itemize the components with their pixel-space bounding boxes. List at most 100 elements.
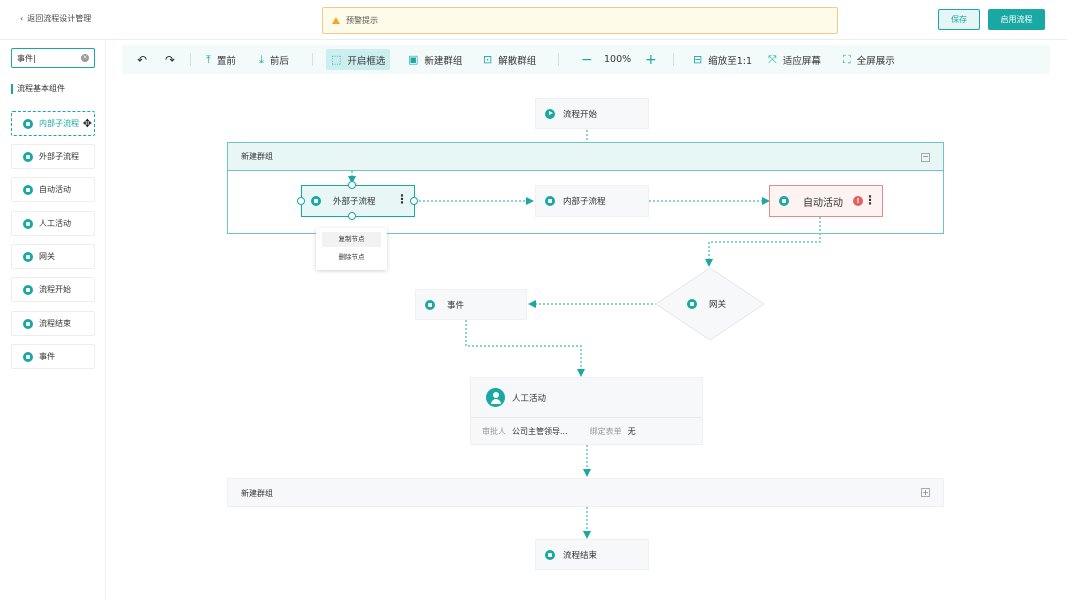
copy-node-item[interactable]: 复制节点	[322, 232, 381, 247]
node-gateway-shape[interactable]	[655, 267, 765, 341]
bolt-icon	[425, 299, 435, 310]
sidebar-item-auto-activity[interactable]: 自动活动	[11, 177, 95, 202]
stop-icon	[545, 549, 555, 560]
connect-handle-left[interactable]	[297, 197, 305, 205]
form-key: 绑定表单	[589, 427, 622, 436]
redo-button[interactable]: ↷	[160, 49, 180, 70]
scale-1to1-button[interactable]: ⊟ 缩放至1:1	[688, 49, 757, 70]
group-container-collapsed[interactable]: 新建群组 +	[227, 478, 944, 507]
form-value: 无	[627, 427, 636, 436]
node-label: 人工活动	[512, 393, 547, 404]
scale-icon: ⊟	[693, 53, 703, 66]
toolbar-divider	[558, 53, 559, 66]
sidebar-item-internal-subflow[interactable]: 内部子流程 ✥	[11, 111, 95, 136]
back-link[interactable]: ‹ 返回流程设计管理	[20, 13, 91, 24]
bring-front-button[interactable]: ⤒ 置前	[201, 49, 241, 70]
connect-handle-top[interactable]	[348, 181, 356, 189]
sidebar-item-flow-end[interactable]: 流程结束	[11, 311, 95, 336]
subflow-icon	[311, 196, 321, 206]
node-flow-start[interactable]: 流程开始	[535, 98, 649, 129]
zoom-out-button[interactable]: −	[576, 49, 598, 70]
delete-node-item[interactable]: 删除节点	[338, 253, 365, 261]
box-select-button[interactable]: ⬚ 开启框选	[326, 49, 391, 70]
sidebar-item-manual-activity[interactable]: 人工活动	[11, 211, 95, 236]
toolbar-divider	[190, 53, 191, 66]
sidebar-item-label: 自动活动	[39, 185, 71, 194]
box-select-icon: ⬚	[331, 53, 342, 66]
bring-front-label: 置前	[216, 55, 236, 67]
clear-icon[interactable]: ×	[81, 54, 89, 62]
send-back-icon: ⤓	[259, 52, 264, 66]
ungroup-label: 解散群组	[498, 55, 537, 67]
ungroup-button[interactable]: ⊡ 解散群组	[478, 49, 541, 70]
group-header: 新建群组	[228, 143, 943, 171]
top-bar: ‹ 返回流程设计管理 预警提示 保存 启用流程	[0, 0, 1067, 40]
sidebar-item-event[interactable]: 事件	[11, 344, 95, 369]
undo-button[interactable]: ↶	[132, 49, 152, 70]
connector-event-to-manual	[465, 320, 585, 377]
node-label: 流程结束	[563, 550, 598, 561]
sidebar-item-label: 外部子流程	[39, 152, 79, 161]
zoom-in-button[interactable]: +	[640, 49, 662, 70]
node-internal-subflow[interactable]: 内部子流程	[535, 185, 649, 217]
fit-icon: ⤧	[768, 52, 777, 66]
manual-header: 人工活动	[471, 378, 702, 418]
subflow-icon	[23, 118, 33, 129]
sidebar-item-label: 事件	[39, 352, 55, 361]
approver-key: 审批人	[482, 427, 506, 436]
node-label: 流程开始	[563, 109, 598, 120]
more-icon[interactable]: ⋮	[396, 192, 408, 206]
search-input[interactable]: 事件| ×	[11, 48, 95, 68]
connect-handle-bottom[interactable]	[348, 212, 356, 220]
fullscreen-label: 全屏展示	[856, 55, 895, 67]
section-title: 流程基本组件	[11, 84, 65, 94]
canvas-toolbar: ↶ ↷ ⤒ 置前 ⤓ 前后 ⬚ 开启框选 ▣ 新建群组 ⊡ 解散群组 − 100…	[122, 45, 1050, 74]
node-flow-end[interactable]: 流程结束	[535, 539, 649, 570]
person-icon	[486, 388, 505, 407]
redo-icon: ↷	[165, 52, 176, 67]
collapse-icon[interactable]: −	[921, 152, 930, 162]
minus-icon: −	[581, 51, 593, 68]
group-title: 新建群组	[241, 152, 273, 161]
node-external-subflow[interactable]: 外部子流程 ⋮	[301, 185, 415, 217]
node-manual-activity[interactable]: 人工活动 审批人 公司主管领导... 绑定表单 无	[470, 377, 703, 445]
node-label: 外部子流程	[333, 197, 376, 207]
group-title: 新建群组	[241, 489, 273, 498]
scale-label: 缩放至1:1	[708, 55, 753, 67]
bring-front-icon: ⤒	[206, 52, 211, 66]
fullscreen-icon: ⛶	[843, 52, 851, 66]
sidebar-item-label: 人工活动	[39, 219, 71, 228]
manual-details: 审批人 公司主管领导... 绑定表单 无	[471, 418, 702, 445]
connect-handle-right[interactable]	[410, 197, 418, 205]
play-icon	[23, 284, 33, 295]
sidebar-item-label: 流程结束	[39, 319, 71, 328]
enable-flow-button[interactable]: 启用流程	[988, 9, 1045, 30]
gateway-icon	[23, 251, 33, 262]
sidebar-item-external-subflow[interactable]: 外部子流程	[11, 144, 95, 169]
fit-screen-button[interactable]: ⤧ 适应屏幕	[763, 49, 826, 70]
more-icon[interactable]: ⋮	[864, 193, 876, 207]
node-auto-activity[interactable]: 自动活动 ! ⋮	[769, 185, 883, 217]
gateway-label: 网关	[709, 300, 727, 310]
stop-icon	[23, 318, 33, 329]
zoom-level: 100%	[604, 54, 632, 65]
auto-icon	[779, 196, 789, 206]
sidebar-item-flow-start[interactable]: 流程开始	[11, 277, 95, 302]
save-button[interactable]: 保存	[938, 9, 980, 30]
component-sidebar: 事件| × 流程基本组件 内部子流程 ✥ 外部子流程 自动活动 人工活动 网关 …	[0, 40, 106, 600]
warning-text: 预警提示	[346, 16, 378, 25]
send-back-button[interactable]: ⤓ 前后	[254, 49, 294, 70]
sidebar-item-label: 网关	[39, 252, 55, 261]
fullscreen-button[interactable]: ⛶ 全屏展示	[838, 49, 900, 70]
node-event[interactable]: 事件	[415, 289, 527, 320]
play-icon	[545, 108, 555, 119]
group-container[interactable]: 新建群组 −	[227, 142, 944, 234]
ungroup-icon: ⊡	[483, 53, 493, 66]
sidebar-item-gateway[interactable]: 网关	[11, 244, 95, 269]
toolbar-divider	[312, 53, 313, 66]
subflow-icon	[545, 196, 555, 206]
expand-icon[interactable]: +	[921, 488, 930, 497]
node-label: 内部子流程	[563, 197, 606, 207]
auto-icon	[23, 184, 33, 195]
new-group-button[interactable]: ▣ 新建群组	[403, 49, 467, 70]
